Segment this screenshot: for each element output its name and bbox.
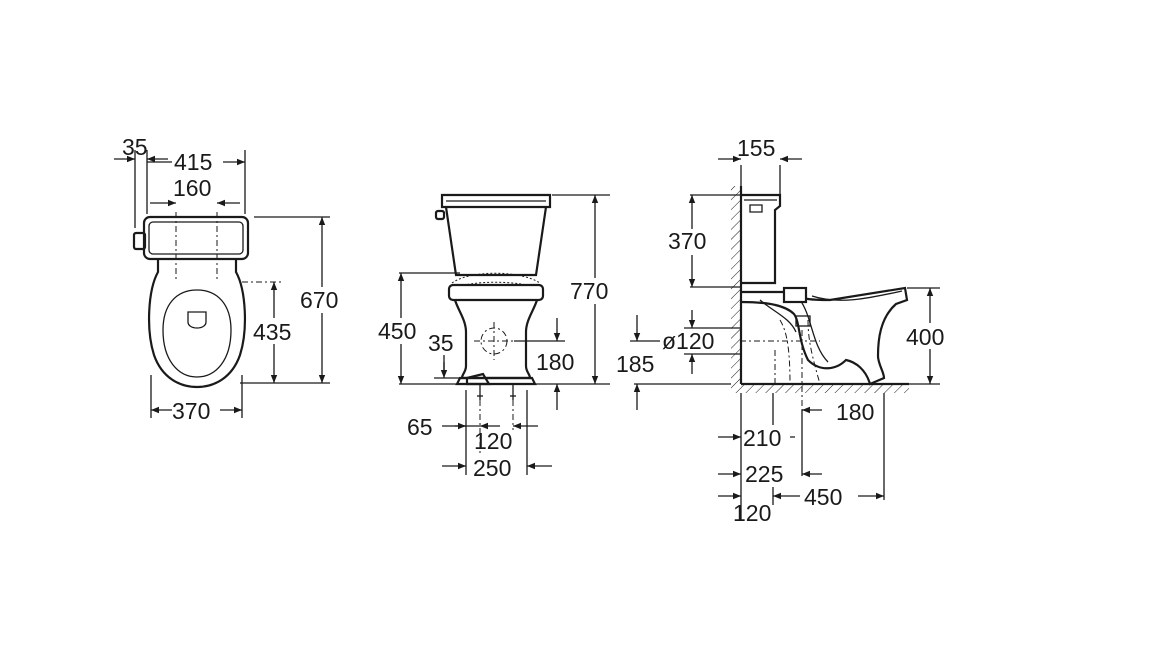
side-view-floor	[731, 384, 909, 393]
dim-front-35: 35	[428, 330, 454, 356]
side-view-bowl	[740, 286, 909, 386]
dim-front-770: 770	[570, 278, 608, 304]
dim-side-120: 120	[733, 500, 771, 526]
dim-side-210: 210	[743, 425, 781, 451]
dim-top-415: 415	[174, 149, 212, 175]
front-view-lever	[434, 209, 446, 221]
top-view-bowl	[147, 258, 247, 389]
dim-side-225: 225	[745, 461, 783, 487]
side-view-tank	[741, 193, 782, 285]
dim-side-185: 185	[616, 351, 654, 377]
dim-front-250: 250	[473, 455, 511, 481]
front-view-tank	[444, 206, 548, 277]
dim-top-160: 160	[173, 175, 211, 201]
top-view-tank	[142, 215, 250, 261]
dim-side-400: 400	[906, 324, 944, 350]
dim-front-450: 450	[378, 318, 416, 344]
front-view-rim	[447, 283, 545, 302]
dim-side-180: 180	[836, 399, 874, 425]
dim-side-450: 450	[804, 484, 842, 510]
top-view-tank-inner	[148, 221, 244, 255]
dim-top-435: 435	[253, 319, 291, 345]
top-view-seat	[162, 289, 232, 378]
dim-top-370: 370	[172, 398, 210, 424]
side-view: 155 370 ø120 185 400 180 210 225	[616, 135, 954, 526]
top-view: 35 415 160 670 435 370	[114, 134, 347, 424]
dim-front-65: 65	[407, 414, 433, 440]
dim-top-670: 670	[300, 287, 338, 313]
dim-top-35: 35	[122, 134, 148, 160]
side-view-wall	[731, 186, 741, 384]
dim-front-120: 120	[474, 428, 512, 454]
side-view-trap	[759, 299, 797, 333]
dim-side-370: 370	[668, 228, 706, 254]
dim-front-180: 180	[536, 349, 574, 375]
dim-side-155: 155	[737, 135, 775, 161]
front-view-pedestal	[453, 299, 539, 380]
top-view-outlet	[187, 311, 207, 329]
dim-side-pipe-diameter: ø120	[662, 328, 714, 354]
front-view: 770 450 35 180 65 120 250	[378, 193, 620, 481]
top-view-button	[132, 231, 147, 251]
